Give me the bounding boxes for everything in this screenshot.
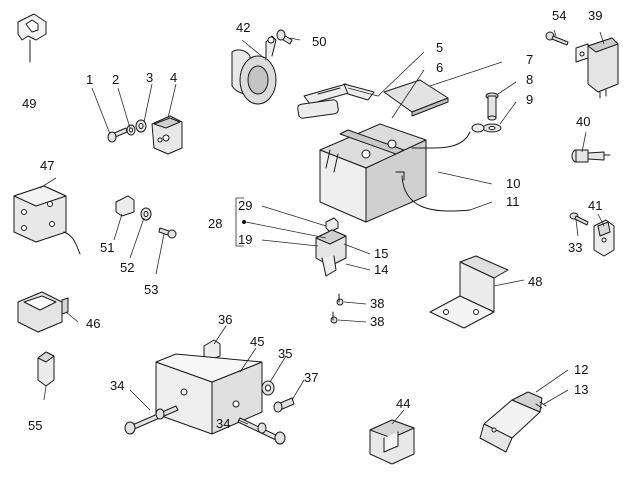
part-33-screw [569, 212, 589, 226]
part-53-screw [158, 227, 177, 239]
part-35-washer [261, 380, 275, 396]
part-39-relay [575, 37, 619, 99]
part-10-cable [411, 123, 485, 149]
part-44-rubber-block [369, 419, 415, 465]
part-15-14-starter-relay [315, 229, 347, 277]
callout-39: 39 [588, 8, 602, 23]
callout-41: 41 [588, 198, 602, 213]
part-4-bracket [151, 115, 183, 155]
callout-8: 8 [526, 72, 533, 87]
callout-40: 40 [576, 114, 590, 129]
part-34-bolt-lower [237, 417, 286, 445]
callout-34-upper: 34 [110, 378, 124, 393]
part-6-battery [319, 123, 427, 223]
callout-15: 15 [374, 246, 388, 261]
part-52-washer [140, 207, 152, 221]
callout-19: 19 [238, 232, 252, 247]
part-8-bolt [485, 92, 499, 121]
part-42-horn [231, 35, 277, 105]
callout-28: 28 [208, 216, 222, 231]
callout-11: 11 [506, 194, 520, 209]
callout-13: 13 [574, 382, 588, 397]
part-49-clip [17, 13, 47, 63]
callout-49: 49 [22, 96, 36, 111]
callout-33: 33 [568, 240, 582, 255]
part-29-terminal [325, 217, 339, 233]
part-45-mounting-plate [155, 353, 263, 435]
part-40-plug [571, 149, 611, 163]
part-9-washer [482, 123, 502, 133]
callout-55: 55 [28, 418, 42, 433]
part-11-cable [395, 171, 471, 212]
callout-48: 48 [528, 274, 542, 289]
part-48-support-bracket [429, 255, 509, 329]
part-7-battery-pad [383, 79, 449, 117]
callout-9: 9 [526, 92, 533, 107]
part-54-screw [545, 31, 569, 46]
callout-44: 44 [396, 396, 410, 411]
callout-37: 37 [304, 370, 318, 385]
callout-35: 35 [278, 346, 292, 361]
callout-36: 36 [218, 312, 232, 327]
part-37-screw [273, 397, 295, 413]
callout-42: 42 [236, 20, 250, 35]
callout-54: 54 [552, 8, 566, 23]
leader-lines [39, 29, 605, 425]
callout-50: 50 [312, 34, 326, 49]
part-1-2-3-screw-set [107, 119, 147, 143]
callout-45: 45 [250, 334, 264, 349]
part-5-battery-strap [297, 83, 375, 119]
part-36-clip [203, 339, 221, 361]
callout-52: 52 [120, 260, 134, 275]
part-46-holder [17, 291, 69, 333]
part-34-bolt-upper [124, 405, 179, 435]
callout-6: 6 [436, 60, 443, 75]
callout-34-lower: 34 [216, 416, 230, 431]
callout-46: 46 [86, 316, 100, 331]
callout-38-upper: 38 [370, 296, 384, 311]
callout-10: 10 [506, 176, 520, 191]
part-51-clip [115, 195, 135, 217]
part-12-13-relay-housing [479, 391, 547, 453]
part-55-block [37, 351, 55, 387]
part-41-clip [593, 219, 615, 257]
callout-labels: 1 2 3 4 5 6 7 8 9 10 11 12 13 14 15 19 2… [22, 8, 602, 433]
callout-3: 3 [146, 70, 153, 85]
callout-5: 5 [436, 40, 443, 55]
callout-51: 51 [100, 240, 114, 255]
part-47-regulator [13, 185, 81, 255]
callout-29: 29 [238, 198, 252, 213]
callout-14: 14 [374, 262, 388, 277]
callout-47: 47 [40, 158, 54, 173]
callout-4: 4 [170, 70, 177, 85]
part-38-screws [330, 293, 344, 324]
callout-53: 53 [144, 282, 158, 297]
callout-7: 7 [526, 52, 533, 67]
part-50-screw [276, 29, 293, 45]
callout-1: 1 [86, 72, 93, 87]
callout-2: 2 [112, 72, 119, 87]
callout-12: 12 [574, 362, 588, 377]
callout-38-lower: 38 [370, 314, 384, 329]
